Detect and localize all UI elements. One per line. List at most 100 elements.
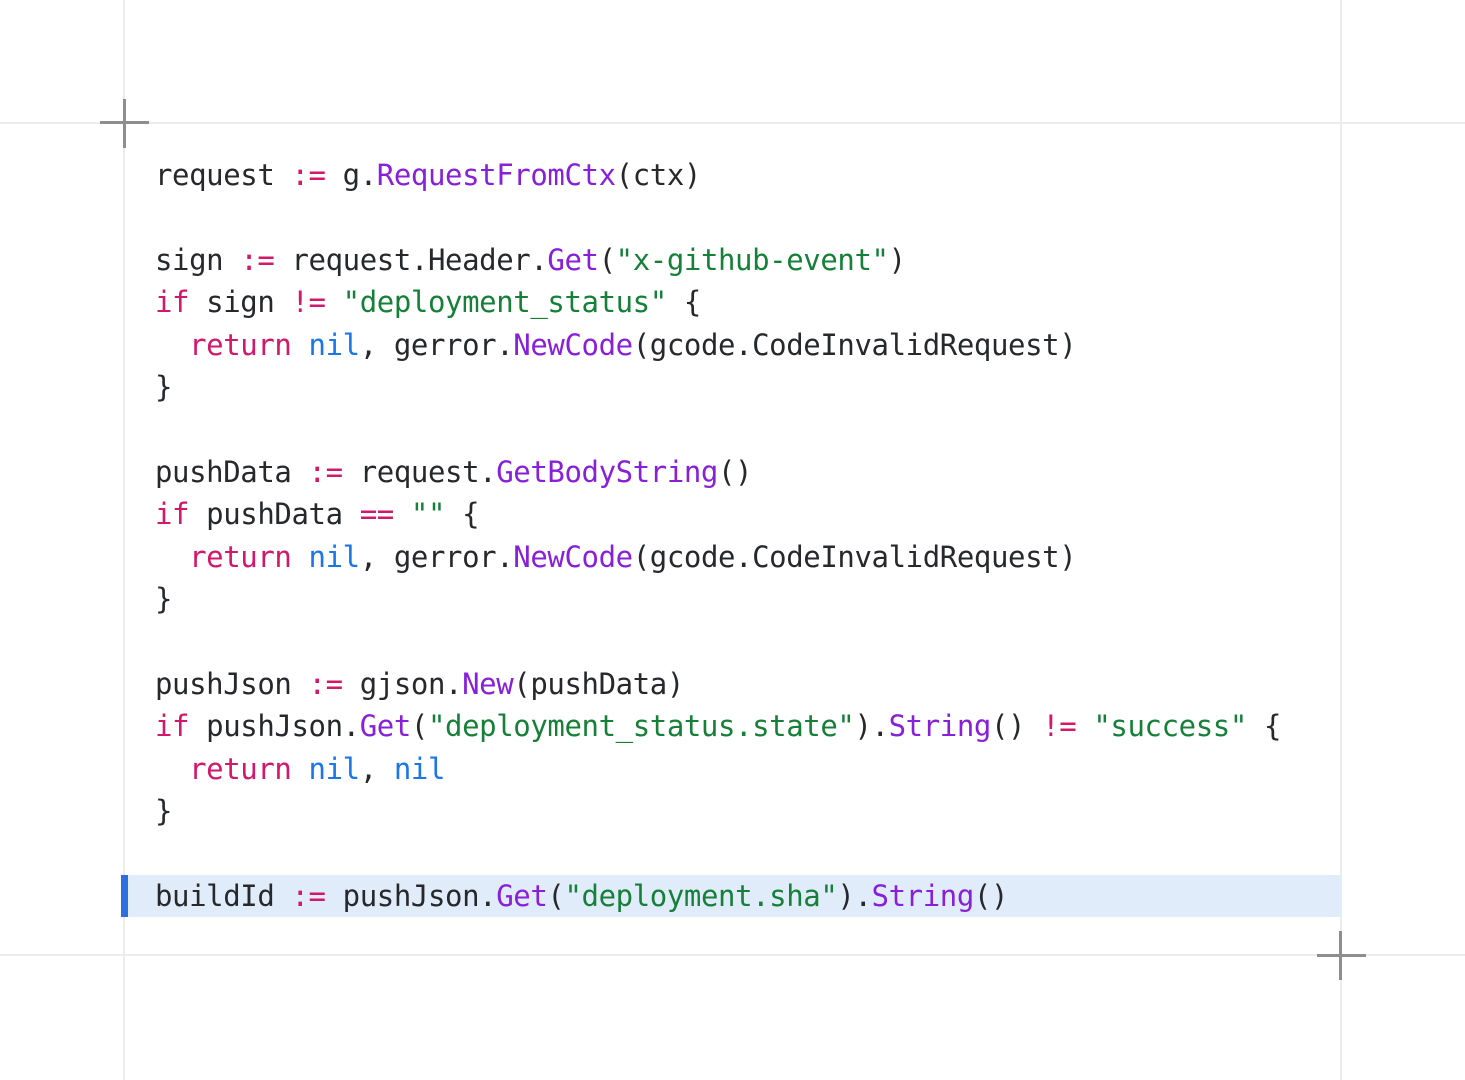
- code-token-function: Get: [496, 878, 548, 913]
- code-token-default: request.Header.: [274, 242, 548, 277]
- code-token-keyword: !=: [1042, 709, 1077, 744]
- code-token-keyword: :=: [291, 878, 326, 913]
- code-token-default: (ctx): [615, 158, 702, 192]
- code-token-default: ).: [854, 709, 889, 744]
- code-token-keyword: :=: [308, 666, 344, 701]
- code-token-default: [326, 285, 343, 319]
- code-token-string: "success": [1093, 709, 1247, 744]
- guide-vertical-left: [123, 0, 125, 1080]
- code-token-default: ): [888, 242, 906, 277]
- code-token-default: , gerror.: [359, 327, 514, 362]
- code-token-default: [155, 540, 189, 574]
- code-token-default: , gerror.: [359, 539, 514, 574]
- code-token-function: GetBodyString: [496, 454, 718, 489]
- code-token-keyword: :=: [240, 242, 275, 277]
- code-token-default: (): [973, 878, 1009, 913]
- code-token-default: [291, 540, 308, 574]
- code-token-default: [291, 752, 308, 786]
- code-line[interactable]: return nil, gerror.NewCode(gcode.CodeInv…: [124, 536, 1341, 578]
- code-token-function: RequestFromCtx: [376, 158, 616, 192]
- guide-horizontal-bottom: [0, 954, 1465, 956]
- code-line[interactable]: }: [124, 366, 1341, 408]
- code-token-function: New: [462, 666, 514, 701]
- code-line-highlighted[interactable]: buildId := pushJson.Get("deployment.sha"…: [121, 874, 1341, 918]
- code-token-default: pushJson: [155, 666, 309, 701]
- code-token-default: pushData: [155, 454, 309, 489]
- code-line[interactable]: [124, 832, 1341, 874]
- code-token-function: String: [888, 709, 992, 744]
- code-token-default: }: [155, 582, 173, 617]
- code-token-default: [155, 328, 189, 362]
- code-line[interactable]: }: [124, 790, 1341, 832]
- code-token-string: "": [410, 497, 446, 532]
- code-token-keyword: ==: [359, 497, 395, 532]
- code-token-default: sign: [155, 242, 241, 277]
- code-token-keyword: return: [189, 327, 292, 362]
- code-token-default: ).: [837, 878, 872, 913]
- crop-mark-vertical-arm: [1339, 931, 1342, 980]
- code-token-builtin: nil: [308, 539, 361, 574]
- code-token-keyword: if: [155, 497, 190, 532]
- code-token-default: gjson.: [342, 666, 463, 701]
- code-token-default: (gcode.CodeInvalidRequest): [632, 539, 1077, 574]
- code-token-keyword: if: [155, 709, 190, 744]
- code-token-string: "deployment_status": [342, 285, 668, 320]
- code-line[interactable]: [124, 620, 1341, 662]
- code-line[interactable]: return nil, gerror.NewCode(gcode.CodeInv…: [124, 324, 1341, 366]
- code-block[interactable]: request := g.RequestFromCtx(ctx) sign := …: [121, 154, 1341, 918]
- code-token-default: pushJson.: [325, 878, 497, 913]
- code-line[interactable]: pushData := request.GetBodyString(): [124, 451, 1341, 493]
- code-token-function: Get: [359, 709, 412, 744]
- code-line[interactable]: if sign != "deployment_status" {: [124, 281, 1341, 323]
- code-token-default: [291, 328, 308, 362]
- code-token-default: pushJson.: [189, 709, 360, 744]
- code-token-default: ,: [359, 751, 394, 786]
- code-token-default: [155, 752, 189, 786]
- code-token-default: buildId: [155, 878, 292, 913]
- code-line[interactable]: [124, 196, 1341, 238]
- code-line[interactable]: request := g.RequestFromCtx(ctx): [124, 154, 1341, 196]
- code-token-function: NewCode: [513, 539, 633, 574]
- code-line[interactable]: pushJson := gjson.New(pushData): [124, 663, 1341, 705]
- code-token-default: pushData: [189, 497, 360, 532]
- code-token-string: "x-github-event": [615, 242, 889, 277]
- code-token-default: }: [155, 794, 173, 829]
- code-token-default: {: [445, 497, 480, 532]
- code-token-default: request: [155, 158, 292, 192]
- code-token-default: (pushData): [513, 666, 684, 701]
- code-token-default: (): [990, 709, 1043, 744]
- code-token-default: (gcode.CodeInvalidRequest): [632, 327, 1077, 362]
- code-token-keyword: if: [155, 285, 190, 320]
- code-token-default: {: [1246, 709, 1282, 744]
- code-token-default: sign: [189, 285, 292, 320]
- code-token-default: [1076, 709, 1093, 743]
- code-line[interactable]: [124, 408, 1341, 450]
- code-token-function: String: [871, 878, 975, 913]
- code-token-default: {: [666, 285, 701, 320]
- highlight-bar: [121, 874, 128, 918]
- code-line[interactable]: if pushData == "" {: [124, 493, 1341, 535]
- code-token-builtin: nil: [393, 751, 446, 786]
- guide-horizontal-top: [0, 122, 1465, 124]
- code-token-function: NewCode: [513, 327, 633, 362]
- code-token-keyword: :=: [291, 158, 326, 192]
- code-token-default: g.: [325, 158, 378, 192]
- code-line[interactable]: sign := request.Header.Get("x-github-eve…: [124, 239, 1341, 281]
- code-token-string: "deployment_status.state": [427, 709, 855, 744]
- code-token-default: }: [155, 370, 173, 405]
- code-line[interactable]: if pushJson.Get("deployment_status.state…: [124, 705, 1341, 747]
- code-token-function: Get: [547, 242, 599, 277]
- crop-mark-vertical-arm: [123, 99, 126, 148]
- code-line[interactable]: }: [124, 578, 1341, 620]
- code-token-builtin: nil: [308, 751, 361, 786]
- code-token-default: [394, 497, 411, 531]
- code-line[interactable]: return nil, nil: [124, 748, 1341, 790]
- code-token-default: (: [547, 878, 565, 913]
- code-token-keyword: :=: [308, 454, 344, 489]
- code-token-default: (: [598, 242, 616, 277]
- code-token-default: request.: [342, 454, 497, 489]
- code-token-default: (): [718, 454, 753, 489]
- code-token-keyword: return: [189, 751, 292, 786]
- code-token-keyword: !=: [291, 285, 326, 320]
